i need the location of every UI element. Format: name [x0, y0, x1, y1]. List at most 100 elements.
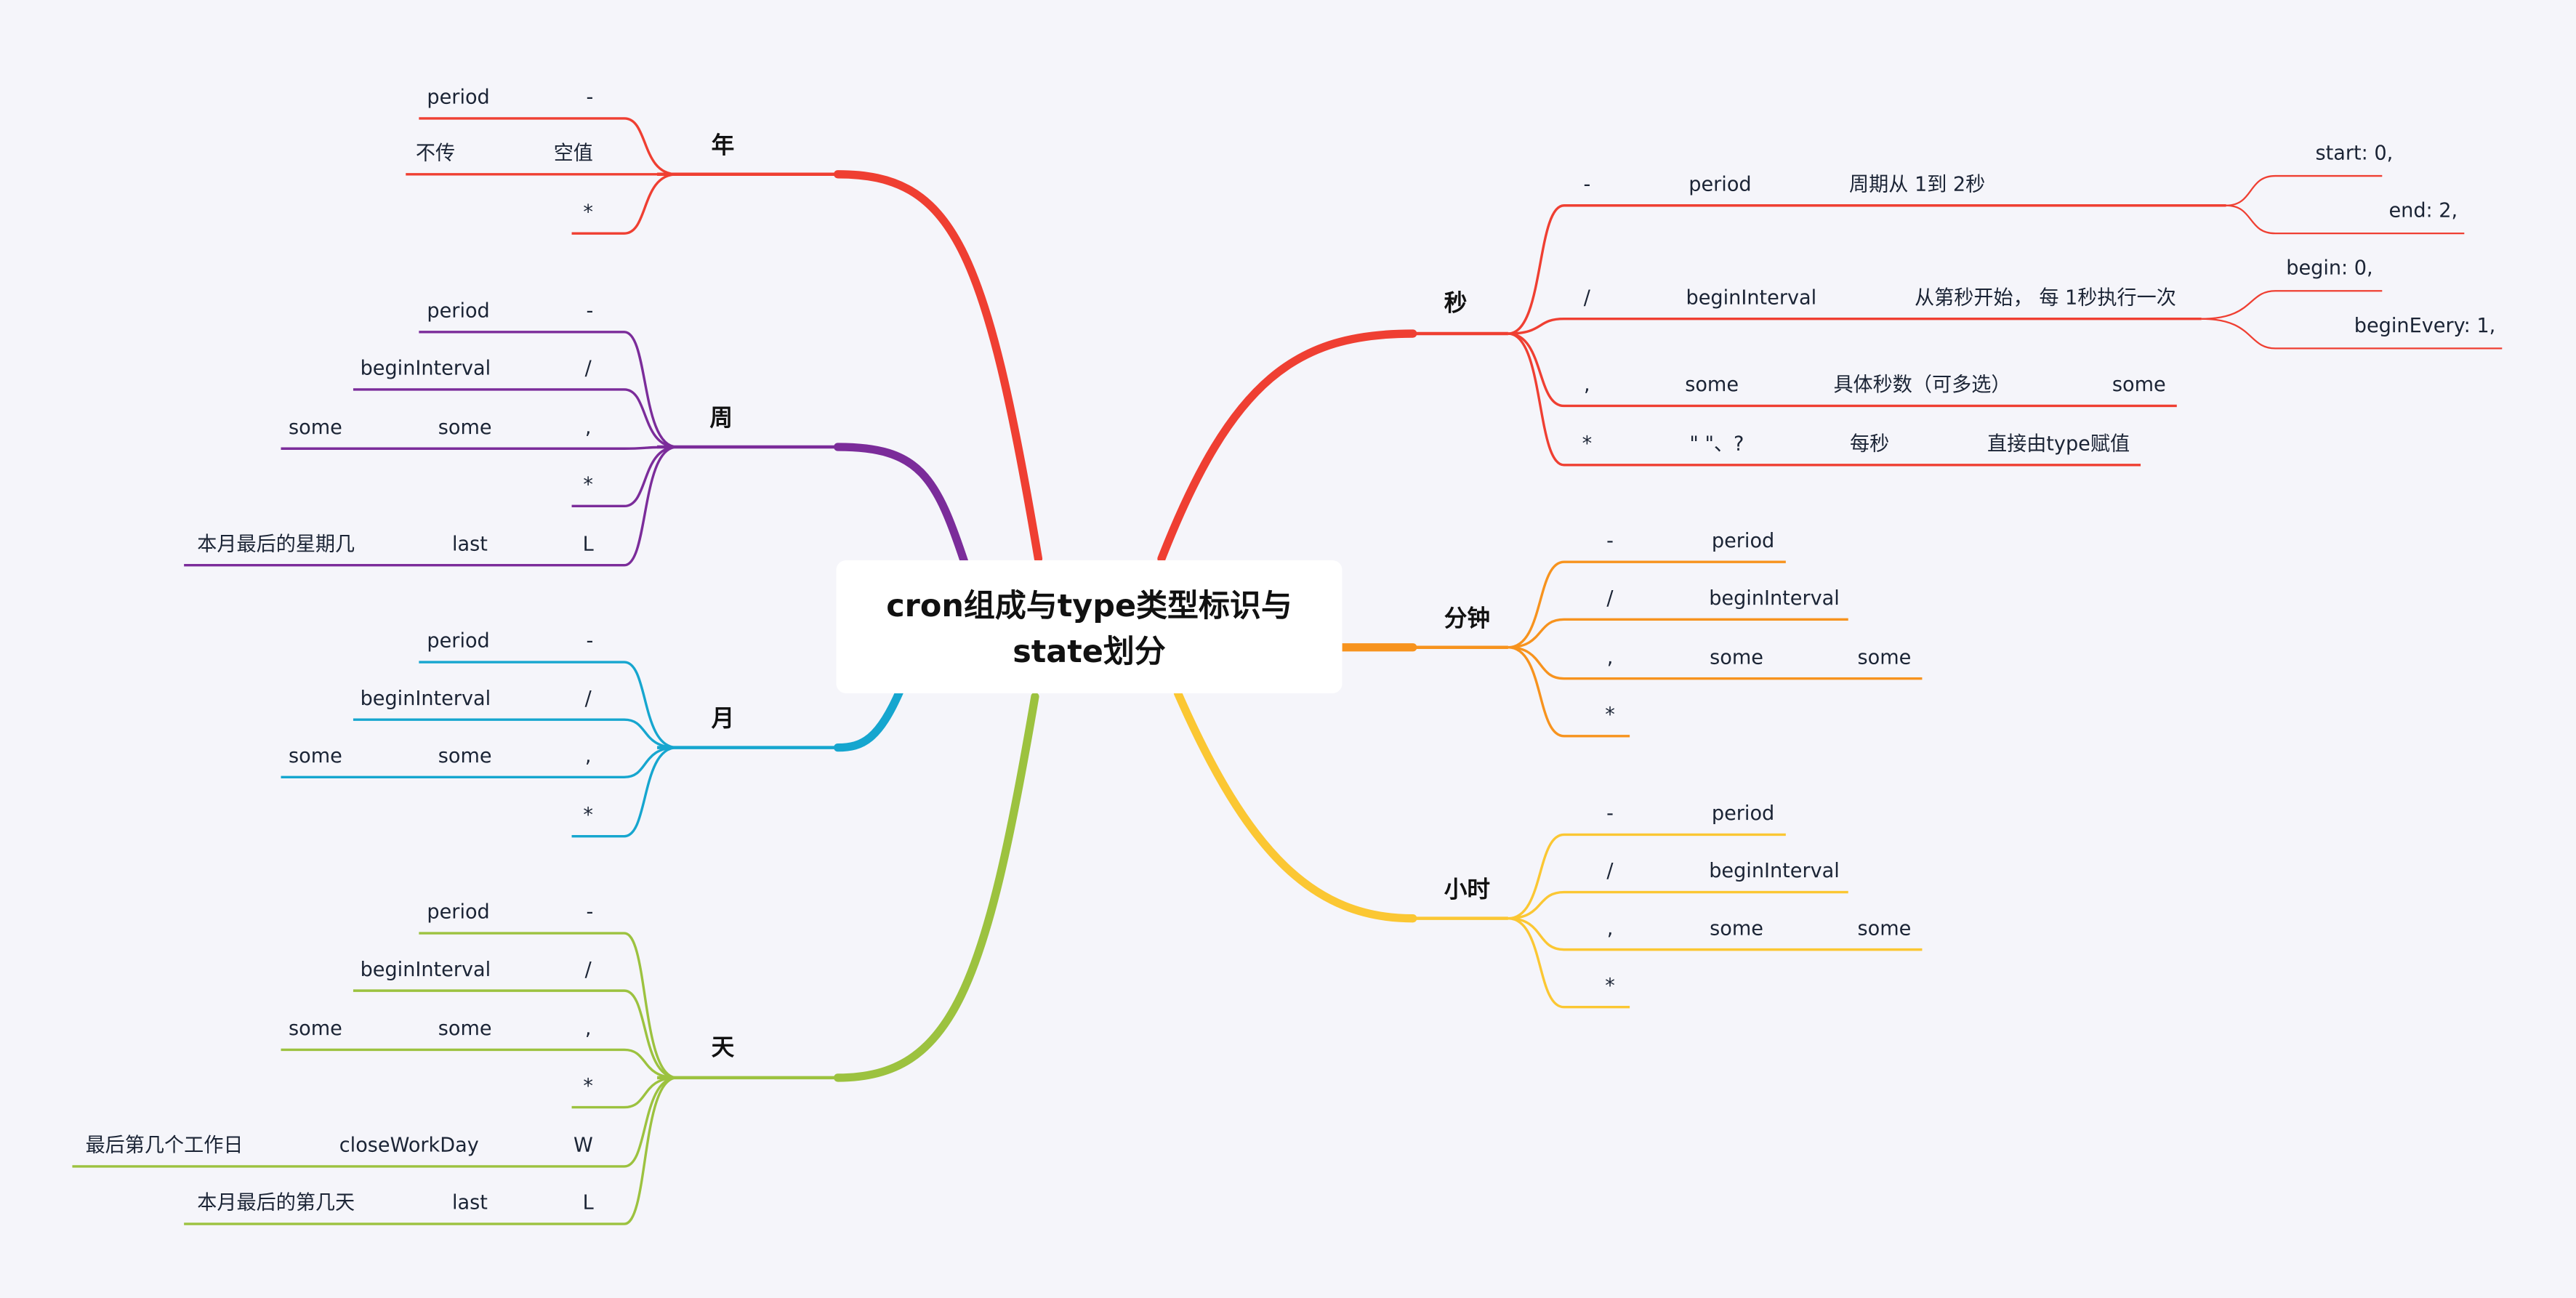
row-link	[1508, 204, 2226, 335]
sub-link	[2226, 204, 2465, 235]
root-topic[interactable]: cron组成与type类型标识与 state划分	[836, 560, 1343, 694]
row-cell[interactable]: some	[289, 1017, 342, 1040]
sub-cell[interactable]: end: 2,	[2388, 200, 2458, 222]
topic-year[interactable]: 年	[712, 132, 735, 158]
row-cell[interactable]: some	[1858, 917, 1912, 940]
row-cell[interactable]: ,	[1584, 374, 1590, 396]
row-cell[interactable]: ,	[585, 416, 592, 439]
row-cell[interactable]: some	[1710, 646, 1763, 669]
row-cell[interactable]: period	[1712, 802, 1774, 825]
row-cell[interactable]: some	[438, 1017, 492, 1040]
row-cell[interactable]: 直接由type赋值	[1987, 433, 2130, 456]
row-cell[interactable]: 每秒	[1850, 433, 1889, 456]
branch-month-labels: 月 period - beginInterval / some some, *	[289, 630, 734, 827]
sub-cell[interactable]: start: 0,	[2315, 142, 2393, 164]
row-cell[interactable]: /	[585, 358, 592, 380]
row-link	[1508, 890, 1848, 920]
row-cell[interactable]: last	[452, 1192, 488, 1214]
row-cell[interactable]: 本月最后的星期几	[197, 533, 355, 555]
row-cell[interactable]: 本月最后的第几天	[197, 1192, 355, 1214]
row-link	[1508, 646, 1630, 738]
row-cell[interactable]: closeWorkDay	[339, 1134, 479, 1157]
row-cell[interactable]: beginInterval	[361, 688, 491, 710]
row-cell[interactable]: some	[438, 745, 492, 767]
main-link	[1157, 329, 1417, 563]
row-cell[interactable]: *	[1605, 704, 1615, 726]
row-cell[interactable]: beginInterval	[1686, 286, 1817, 309]
row-cell[interactable]: some	[2112, 374, 2166, 396]
row-link	[281, 746, 677, 778]
sub-cell[interactable]: begin: 0,	[2286, 257, 2372, 280]
row-cell[interactable]: beginInterval	[361, 959, 491, 981]
row-cell[interactable]: beginInterval	[361, 358, 491, 380]
row-cell[interactable]: some	[1710, 917, 1763, 940]
sub-link	[2201, 290, 2383, 320]
row-cell[interactable]: *	[1582, 433, 1593, 456]
row-cell[interactable]: some	[289, 416, 342, 439]
row-cell[interactable]: some	[438, 416, 492, 439]
topic-minute[interactable]: 分钟	[1444, 605, 1490, 632]
row-cell[interactable]: L	[583, 1192, 594, 1214]
row-link	[419, 932, 677, 1079]
row-cell[interactable]: 周期从 1到 2秒	[1849, 173, 1985, 195]
sub-link	[2201, 318, 2503, 350]
branch-day	[72, 692, 1039, 1225]
row-cell[interactable]: 最后第几个工作日	[86, 1134, 243, 1157]
row-cell[interactable]: 从第秒开始， 每 1秒执行一次	[1915, 286, 2176, 309]
row-cell[interactable]: -	[587, 630, 594, 653]
topic-day[interactable]: 天	[712, 1034, 735, 1060]
row-cell[interactable]: some	[289, 745, 342, 767]
row-cell[interactable]: *	[583, 1075, 593, 1097]
row-cell[interactable]: *	[1605, 975, 1615, 997]
row-cell[interactable]: ,	[585, 1017, 592, 1040]
row-cell[interactable]: -	[587, 299, 594, 322]
row-cell[interactable]: period	[1712, 530, 1774, 552]
row-cell[interactable]: period	[427, 86, 489, 109]
row-cell[interactable]: -	[587, 901, 594, 924]
row-cell[interactable]: L	[583, 533, 594, 555]
row-cell[interactable]: ,	[1607, 917, 1614, 940]
row-cell[interactable]: some	[1858, 646, 1912, 669]
row-link	[419, 117, 677, 176]
row-cell[interactable]: /	[1606, 860, 1614, 882]
branch-second-labels: 秒 - period 周期从 1到 2秒 start: 0, end: 2, / beginI…	[1444, 142, 2496, 455]
topic-week[interactable]: 周	[709, 406, 733, 432]
row-cell[interactable]: -	[1606, 530, 1614, 552]
row-link	[353, 989, 677, 1079]
row-link	[184, 446, 677, 567]
row-cell[interactable]: beginInterval	[1709, 587, 1840, 610]
row-cell[interactable]: ,	[585, 745, 592, 767]
branch-hour-labels: 小时 - period / beginInterval, some some *	[1444, 802, 1912, 997]
row-cell[interactable]: some	[1685, 374, 1739, 396]
row-link	[1508, 318, 2202, 335]
row-cell[interactable]: 不传	[416, 142, 455, 164]
row-link	[72, 1076, 677, 1168]
row-cell[interactable]: -	[1583, 173, 1590, 195]
row-cell[interactable]: period	[427, 630, 489, 653]
row-cell[interactable]: *	[583, 804, 593, 826]
row-cell[interactable]: period	[427, 901, 489, 924]
row-cell[interactable]: last	[452, 533, 488, 555]
row-cell[interactable]: /	[1606, 587, 1614, 610]
row-cell[interactable]: *	[583, 474, 593, 496]
row-link	[571, 1076, 677, 1109]
row-cell[interactable]: /	[585, 688, 592, 710]
row-cell[interactable]: -	[587, 86, 594, 109]
row-cell[interactable]: 具体秒数（可多选）	[1833, 374, 2011, 396]
topic-second[interactable]: 秒	[1444, 290, 1468, 316]
row-cell[interactable]: period	[1689, 173, 1751, 195]
row-cell[interactable]: *	[583, 201, 593, 224]
row-cell[interactable]: W	[573, 1134, 593, 1157]
topic-hour[interactable]: 小时	[1444, 876, 1490, 903]
row-cell[interactable]: /	[1584, 286, 1591, 309]
row-cell[interactable]: -	[1606, 802, 1614, 825]
row-cell[interactable]: 空值	[554, 142, 593, 164]
row-link	[1508, 916, 1923, 951]
row-cell[interactable]: " "、?	[1689, 433, 1744, 456]
topic-month[interactable]: 月	[712, 706, 735, 732]
row-cell[interactable]: /	[585, 959, 592, 981]
row-cell[interactable]: period	[427, 299, 489, 322]
sub-cell[interactable]: beginEvery: 1,	[2354, 315, 2496, 337]
row-cell[interactable]: beginInterval	[1709, 860, 1840, 882]
row-cell[interactable]: ,	[1607, 646, 1614, 669]
